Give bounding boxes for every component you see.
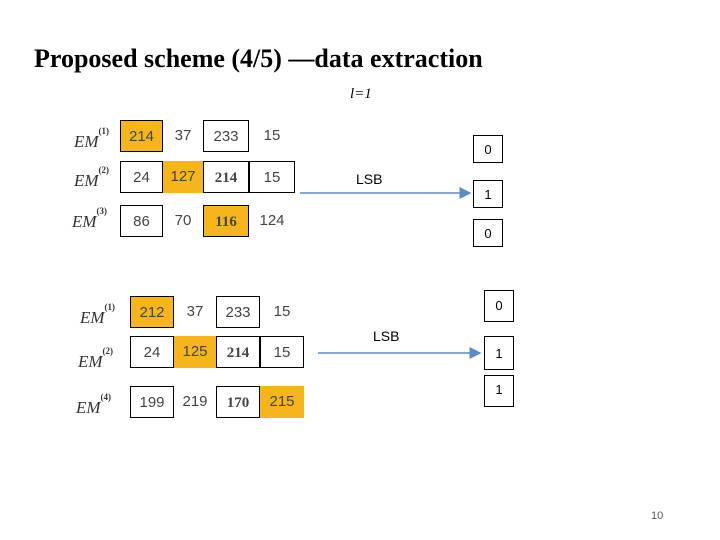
slide-title: Proposed scheme (4/5) —data extraction [34,44,483,73]
g1-r1-c1: 214 [120,120,163,152]
g1-r3-c3: 116 [203,205,249,237]
g2-r3-c1: 199 [130,386,174,418]
g1-r3-c2: 70 [174,212,192,229]
g2-r1-c1: 212 [130,296,174,328]
g2-r2-c2: 125 [174,336,216,368]
em-label-6: EM(4) [76,392,112,417]
g1-bit-2: 1 [473,180,503,208]
em-label-5: EM(2) [78,346,114,371]
g1-bit-1: 0 [473,135,503,163]
lsb-label-1: LSB [356,171,383,187]
em-label-4: EM(1) [80,302,116,327]
g2-r1-c2: 37 [186,303,204,320]
page-number: 10 [651,510,664,522]
em-label-1: EM(1) [74,126,110,151]
g1-r1-c2: 37 [174,127,192,144]
g2-r3-c4: 215 [260,386,304,418]
g2-r3-c2: 219 [182,393,208,410]
g2-r2-c1: 24 [130,336,174,368]
g1-r1-c3: 233 [203,120,249,152]
subtitle-l-equals-1: l=1 [350,86,372,102]
g1-r2-c2: 127 [163,161,203,193]
g1-r1-c4: 15 [263,127,281,144]
g1-r2-c3: 214 [203,161,249,193]
g2-bit-2: 1 [484,336,514,370]
g1-r2-c1: 24 [120,161,163,193]
g2-bit-3: 1 [484,375,514,407]
g2-r3-c3: 170 [216,386,260,418]
em-label-2: EM(2) [74,165,110,190]
g1-r3-c1: 86 [120,205,163,237]
g2-bit-1: 0 [484,290,514,322]
g2-r2-c3: 214 [216,336,260,368]
g2-r2-c4: 15 [260,336,304,368]
em-label-3: EM(3) [72,206,108,231]
g2-r1-c3: 233 [216,296,260,328]
lsb-label-2: LSB [373,328,400,344]
g1-r2-c4: 15 [249,161,295,193]
g2-r1-c4: 15 [273,303,291,320]
g1-bit-3: 0 [473,219,503,247]
g1-r3-c4: 124 [259,212,285,229]
